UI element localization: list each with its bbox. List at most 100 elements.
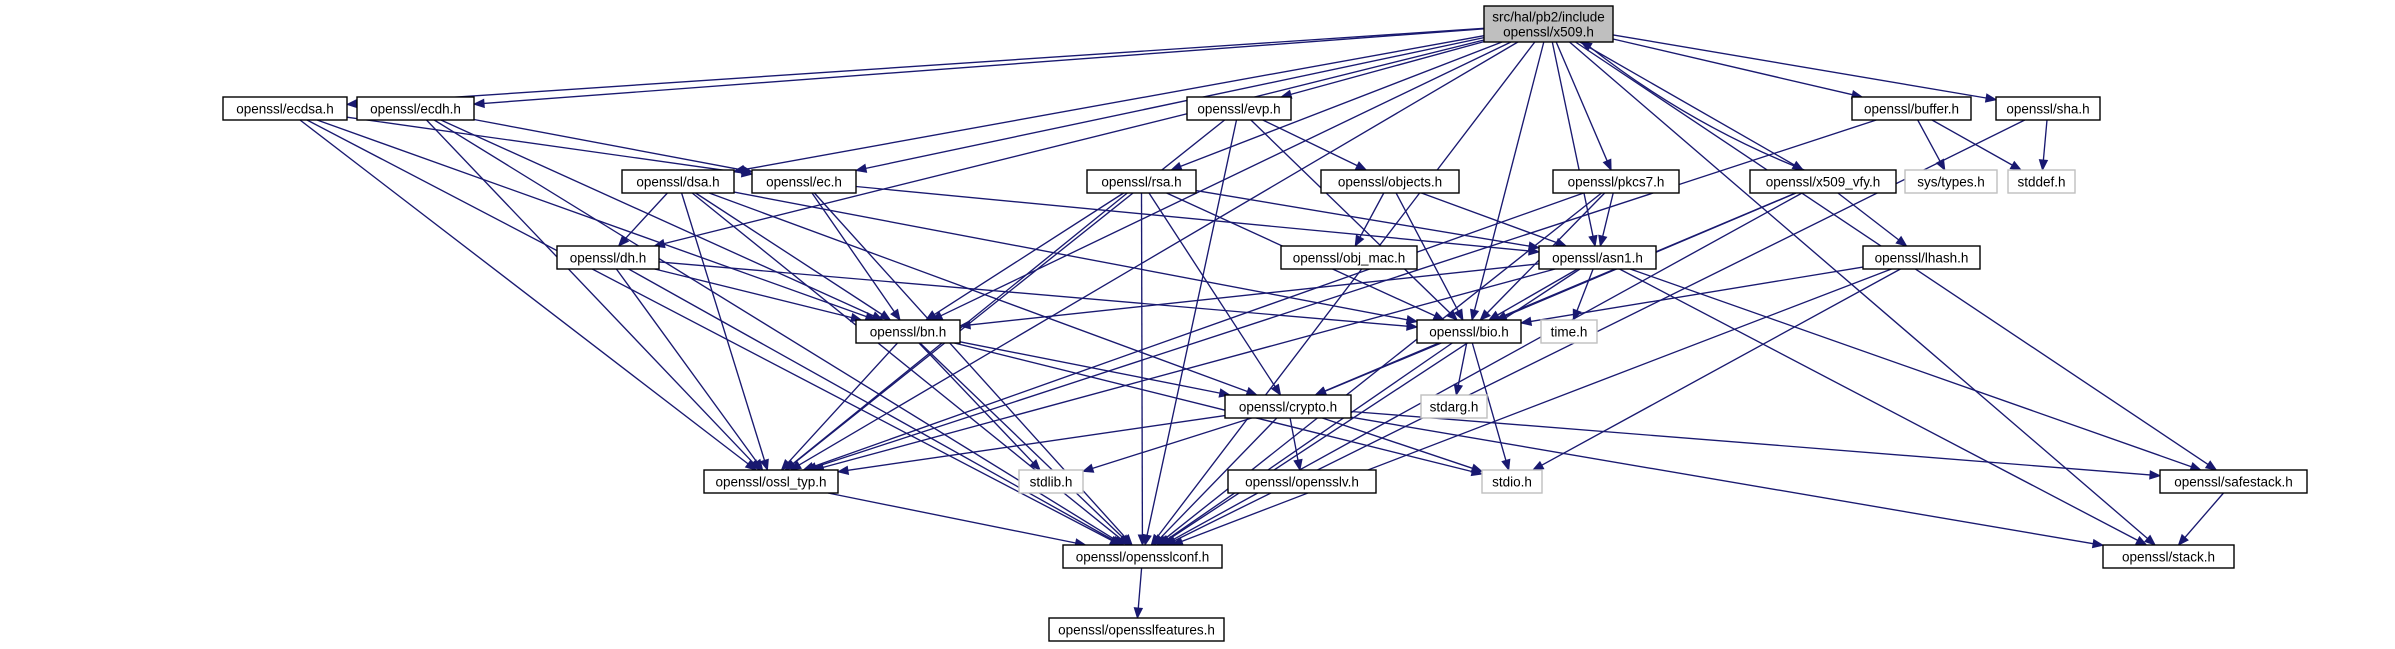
node-systypes: sys/types.h [1904,169,1998,194]
node-stddef: stddef.h [2007,169,2076,194]
edge-x509-to-bn [940,41,1512,317]
arrowhead-x509-to-pkcs7 [1602,158,1612,172]
edge-asn1-to-stack [1619,268,2139,541]
node-pkcs7[interactable]: openssl/pkcs7.h [1552,169,1680,194]
edge-crypto-to-safestack [1350,410,2151,476]
arrowhead-lhash-to-stdio [1531,460,1545,471]
node-crypto[interactable]: openssl/crypto.h [1224,394,1352,419]
edge-bio-to-crypto [1324,342,1442,392]
edge-x509-to-x509_vfy [1579,41,1795,166]
edge-bn-to-ossl_typ [787,342,898,464]
arrowhead-dsa-to-bio [1405,314,1419,325]
node-label: openssl/ecdsa.h [236,102,334,117]
node-box [2102,544,2235,569]
node-safestack[interactable]: openssl/safestack.h [2159,469,2308,494]
node-dh[interactable]: openssl/dh.h [556,245,660,270]
edge-bn-to-opensslconf [919,342,1124,539]
arrowhead-crypto-to-opensslconf [1152,534,1165,546]
arrowhead-dsa-to-ossl_typ [759,458,769,472]
edge-dsa-to-crypto [708,192,1248,393]
node-label: openssl/stack.h [2122,550,2215,565]
arrowhead-bn-to-ossl_typ [780,459,793,471]
arrowhead-dh-to-ossl_typ [752,458,764,472]
edge-pkcs7-to-asn1 [1602,192,1614,237]
edge-dsa-to-dh [624,192,668,240]
node-label: openssl/asn1.h [1552,251,1643,266]
node-asn1[interactable]: openssl/asn1.h [1538,245,1657,270]
edge-x509-to-buffer [1612,38,1853,96]
node-label: openssl/bn.h [870,325,947,340]
node-label: sys/types.h [1917,175,1985,190]
edge-x509-to-ec [865,36,1485,170]
edge-asn1-to-time [1576,268,1594,311]
node-ecdsa[interactable]: openssl/ecdsa.h [222,96,348,121]
node-box [1018,469,1084,494]
node-box [1320,169,1460,194]
edge-x509-to-opensslconf [1156,41,1536,538]
arrowhead-x509-to-ec [854,163,868,173]
node-buffer[interactable]: openssl/buffer.h [1851,96,1972,121]
node-box [1552,169,1680,194]
edge-rsa-to-asn1 [1195,189,1530,247]
edge-bn-to-crypto [959,341,1221,394]
edge-x509-to-sha [1612,34,1987,99]
node-box [1227,469,1377,494]
edge-lhash-to-stdio [1541,268,1901,466]
edge-asn1-to-bio [1497,268,1578,316]
node-opensslv[interactable]: openssl/opensslv.h [1227,469,1377,494]
edge-crypto-to-opensslconf [1160,417,1278,539]
node-box [1538,245,1657,270]
node-sha[interactable]: openssl/sha.h [1995,96,2101,121]
node-box [1851,96,1972,121]
node-bn[interactable]: openssl/bn.h [855,319,961,344]
node-dsa[interactable]: openssl/dsa.h [621,169,735,194]
edge-x509-to-ecdsa [356,27,1485,105]
node-x509-vfy[interactable]: openssl/x509_vfy.h [1749,169,1897,194]
edge-dsa-to-bn [695,192,883,316]
node-opensslfeatures[interactable]: openssl/opensslfeatures.h [1048,617,1225,642]
node-box [1904,169,1998,194]
arrowhead-dh-to-bio [1406,321,1419,331]
node-opensslconf[interactable]: openssl/opensslconf.h [1062,544,1223,569]
node-box [1280,245,1418,270]
node-label: openssl/buffer.h [1864,102,1959,117]
arrowhead-ec-to-bn [890,308,901,322]
node-ecdh[interactable]: openssl/ecdh.h [356,96,475,121]
arrowhead-asn1-to-bio [1487,310,1501,321]
edge-bn-to-stdlib [918,342,1034,464]
edge-x509-to-dh [663,39,1485,245]
edge-asn1-to-opensslconf [1168,268,1581,541]
node-lhash[interactable]: openssl/lhash.h [1862,245,1981,270]
node-label: openssl/sha.h [2006,102,2089,117]
node-label: openssl/x509_vfy.h [1766,175,1881,190]
node-box [2159,469,2308,494]
arrowhead-crypto-to-opensslv [1293,458,1303,472]
node-ec[interactable]: openssl/ec.h [751,169,857,194]
node-label: openssl/rsa.h [1101,175,1181,190]
node-box [1483,5,1614,43]
arrowhead-opensslconf-to-opensslfeatures [1133,607,1144,620]
node-ossl-typ[interactable]: openssl/ossl_typ.h [703,469,839,494]
arrowhead-crypto-to-stdlib [1081,463,1095,473]
node-time: time.h [1540,319,1598,344]
node-rsa[interactable]: openssl/rsa.h [1086,169,1197,194]
node-box [1224,394,1352,419]
node-label: openssl/objects.h [1338,175,1442,190]
node-evp[interactable]: openssl/evp.h [1186,96,1292,121]
edge-objects-to-obj_mac [1359,192,1385,238]
node-label: openssl/lhash.h [1875,251,1969,266]
edge-rsa-to-opensslconf [1140,192,1144,536]
node-objects[interactable]: openssl/objects.h [1320,169,1460,194]
edge-asn1-to-safestack [1629,268,2192,468]
node-obj-mac[interactable]: openssl/obj_mac.h [1280,245,1418,270]
arrowhead-x509-to-stack [2144,534,2157,546]
edge-dh-to-ossl_typ [615,268,758,463]
edge-rsa-to-bn [933,192,1124,316]
edge-x509-to-asn1 [1551,41,1594,237]
node-bio[interactable]: openssl/bio.h [1416,319,1522,344]
node-label: stdio.h [1492,475,1532,490]
arrowhead-dsa-to-dh [617,235,630,247]
edge-dh-to-bn [654,268,852,319]
node-stack[interactable]: openssl/stack.h [2102,544,2235,569]
